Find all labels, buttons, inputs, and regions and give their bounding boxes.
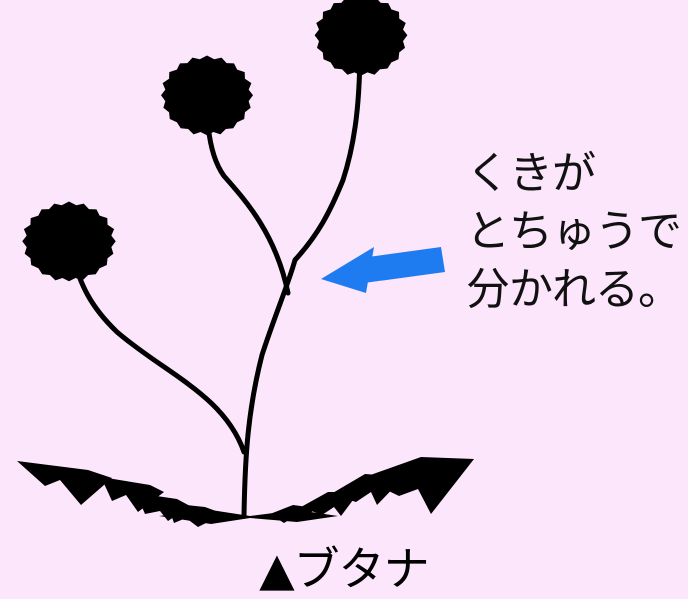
top-right-flower-head [314, 0, 408, 76]
basal-rosette [17, 457, 474, 527]
annotation-line-1: くきが [466, 148, 596, 199]
flower-heads [22, 0, 408, 282]
leaf-right-center [270, 505, 316, 523]
arrow-head [321, 247, 374, 293]
leaf-right-outer [362, 457, 474, 514]
leaf-left-center [167, 503, 224, 527]
annotation-line-2: とちゅうで [466, 206, 682, 257]
plant-caption: ▲ブタナ [259, 542, 429, 596]
main-stem [241, 41, 363, 519]
plant [17, 0, 474, 527]
stem-branching-annotation: くきが とちゅうで 分かれる。 [466, 145, 682, 319]
annotation-line-3: 分かれる。 [466, 264, 682, 315]
arrow-icon [321, 247, 445, 293]
leaf-left-outer [17, 461, 112, 505]
arrow-shaft [361, 247, 445, 283]
left-flower-head [22, 201, 116, 282]
left-branch-stem [68, 245, 247, 455]
middle-flower-head [160, 55, 254, 136]
